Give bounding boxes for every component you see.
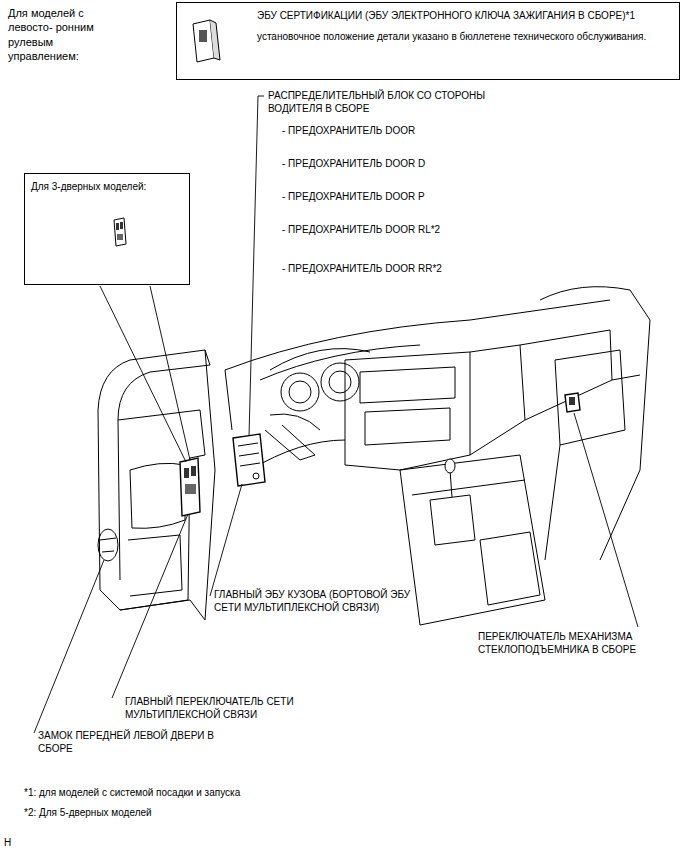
fuse-name: - ПРЕДОХРАНИТЕЛЬ DOOR RR*2: [282, 262, 442, 275]
right-door: [540, 287, 650, 560]
footnote: *2: Для 5-дверных моделей: [24, 806, 152, 819]
fuse-name: - ПРЕДОХРАНИТЕЛЬ DOOR D: [282, 157, 425, 170]
center-console: [400, 455, 545, 625]
fuse-name: - ПРЕДОХРАНИТЕЛЬ DOOR P: [282, 190, 425, 203]
fuse-name: - ПРЕДОХРАНИТЕЛЬ DOOR RL*2: [282, 223, 440, 236]
dashboard: [225, 300, 612, 470]
steering-column: [265, 414, 320, 460]
window-switch: [565, 393, 580, 412]
group-heading: Для 3-дверных моделей:: [31, 180, 183, 193]
callout-box: Для 3-дверных моделей:: [24, 173, 190, 285]
part-name: ГЛАВНЫЙ ПЕРЕКЛЮЧАТЕЛЬ СЕТИ МУЛЬТИПЛЕКСНО…: [125, 695, 350, 721]
callout-box: ЭБУ СЕРТИФИКАЦИИ (ЭБУ ЭЛЕКТРОННОГО КЛЮЧА…: [176, 2, 680, 80]
note-text: установочное положение детали указано в …: [257, 30, 671, 43]
part-name: ЗАМОК ПЕРЕДНЕЙ ЛЕВОЙ ДВЕРИ В СБОРЕ: [38, 729, 228, 755]
footnote: *1: для моделей с системой посадки и зап…: [24, 786, 240, 799]
fuse-name: - ПРЕДОХРАНИТЕЛЬ DOOR: [282, 124, 415, 137]
part-name: РАСПРЕДЕЛИТЕЛЬНЫЙ БЛОК СО СТОРОНЫ ВОДИТЕ…: [268, 89, 508, 115]
master-switch: [180, 458, 200, 516]
part-name: ГЛАВНЫЙ ЭБУ КУЗОВА (БОРТОВОЙ ЭБУ СЕТИ МУ…: [214, 588, 429, 614]
ecu-icon: [193, 20, 220, 62]
switch-icon: [114, 218, 126, 246]
part-name: ЭБУ СЕРТИФИКАЦИИ (ЭБУ ЭЛЕКТРОННОГО КЛЮЧА…: [257, 9, 671, 22]
part-name: ПЕРЕКЛЮЧАТЕЛЬ МЕХАНИЗМА СТЕКЛОПОДЪЕМНИКА…: [478, 630, 678, 656]
figure-code: H: [4, 836, 11, 849]
left-door: [98, 350, 215, 620]
heading: Для моделей с левосто- ронним рулевым уп…: [8, 6, 120, 63]
junction-block: [233, 434, 265, 486]
